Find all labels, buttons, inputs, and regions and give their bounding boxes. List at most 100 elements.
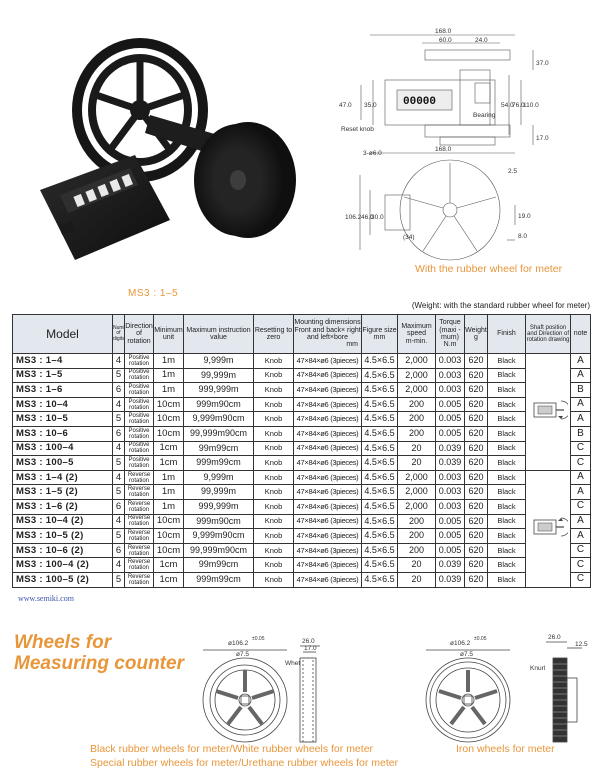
- speed-cell: 2,000: [397, 498, 436, 515]
- model-cell: MS3 : 10–6 (2): [12, 542, 113, 559]
- wheel-left-bore: ø7.5: [236, 651, 249, 658]
- weight-cell: 620: [464, 542, 488, 559]
- speed-title: Maximum speed: [401, 322, 432, 338]
- finish-cell: Black: [487, 571, 526, 588]
- direction-cell: Positive rotation: [124, 411, 154, 427]
- digits-cell: 6: [112, 382, 125, 398]
- wheel-left-dia: ø106.2: [228, 640, 249, 647]
- header-min-unit: Minimum unit: [153, 314, 184, 354]
- note-cell: A: [570, 513, 591, 530]
- header-mounting: Mounting dimensions Front and back× righ…: [293, 314, 362, 354]
- mounting-cell: 47×84×ø6 (3pieces): [293, 469, 362, 486]
- note-cell: B: [570, 425, 591, 442]
- figure-cell: 4.5×6.5: [361, 440, 398, 457]
- dim-110: 110.0: [523, 102, 539, 109]
- header-weight: Weight g: [464, 314, 488, 354]
- wheels-title: Wheels for Measuring counter: [14, 632, 204, 674]
- figure-cell: 4.5×6.5: [361, 513, 398, 530]
- reset-knob: [58, 220, 76, 236]
- speed-cell: 2,000: [397, 469, 436, 486]
- digits-cell: 5: [112, 455, 125, 471]
- max-value-cell: 999m90cm: [183, 396, 254, 413]
- mounting-cell: 47×84×ø6 (3pieces): [293, 513, 362, 530]
- header-shaft: Shaft position and Direction of rotation…: [525, 314, 571, 354]
- reset-knob-label: Reset knob: [341, 126, 374, 133]
- dim-8: 8.0: [518, 233, 527, 240]
- site-url: www.semiki.com: [18, 594, 74, 603]
- header-digits: Number of digits: [112, 314, 125, 354]
- dim-17: 17.0: [536, 135, 549, 142]
- weight-cell: 620: [464, 367, 488, 384]
- mounting-cell: 47×84×ø6 (3pieces): [293, 353, 362, 369]
- bearing-label: Bearing: [473, 112, 496, 119]
- whet-label: Whet: [285, 660, 300, 667]
- finish-cell: Black: [487, 455, 526, 471]
- mounting-cell: 47×84×ø6 (3pieces): [293, 396, 362, 413]
- note-cell: A: [570, 528, 591, 544]
- mounting-cell: 47×84×ø6 (3pieces): [293, 455, 362, 471]
- figure-cell: 4.5×6.5: [361, 528, 398, 544]
- min-unit-cell: 10cm: [153, 513, 184, 530]
- max-value-cell: 999,999m: [183, 382, 254, 398]
- rear-wheel: [72, 38, 208, 182]
- direction-cell: Reverse rotation: [124, 498, 154, 515]
- note-cell: A: [570, 367, 591, 384]
- rubber-caption-line1: Black rubber wheels for meter/White rubb…: [90, 743, 374, 755]
- note-cell: A: [570, 484, 591, 500]
- digits-cell: 6: [112, 425, 125, 442]
- digits-cell: 4: [112, 440, 125, 457]
- model-cell: MS3 : 10–4 (2): [12, 513, 113, 530]
- min-unit-cell: 10cm: [153, 411, 184, 427]
- weight-note: (Weight: with the standard rubber wheel …: [411, 301, 590, 310]
- mounting-cell: 47×84×ø6 (3pieces): [293, 557, 362, 573]
- finish-cell: Black: [487, 542, 526, 559]
- wheel-right-bore: ø7.5: [460, 651, 473, 658]
- speed-cell: 200: [397, 425, 436, 442]
- finish-cell: Black: [487, 498, 526, 515]
- speed-cell: 200: [397, 396, 436, 413]
- reset-cell: Knob: [253, 542, 294, 559]
- direction-cell: Positive rotation: [124, 353, 154, 369]
- model-cell: MS3 : 100–4: [12, 440, 113, 457]
- reset-cell: Knob: [253, 425, 294, 442]
- direction-cell: Positive rotation: [124, 455, 154, 471]
- figure-cell: 4.5×6.5: [361, 425, 398, 442]
- figure-cell: 4.5×6.5: [361, 498, 398, 515]
- weight-cell: 620: [464, 513, 488, 530]
- torque-cell: 0.005: [435, 396, 465, 413]
- model-cell: MS3 : 1–6: [12, 382, 113, 398]
- speed-cell: 200: [397, 542, 436, 559]
- finish-cell: Black: [487, 411, 526, 427]
- dim-34: (34): [403, 234, 415, 241]
- mounting-cell: 47×84×ø6 (3pieces): [293, 440, 362, 457]
- weight-cell: 620: [464, 440, 488, 457]
- max-value-cell: 9,999m: [183, 469, 254, 486]
- model-cell: MS3 : 1–5: [12, 367, 113, 384]
- dim-24: 24.0: [475, 37, 488, 44]
- holes-label: 3-ø6.0: [363, 150, 382, 157]
- note-cell: A: [570, 411, 591, 427]
- note-cell: C: [570, 440, 591, 457]
- speed-cell: 2,000: [397, 382, 436, 398]
- reset-cell: Knob: [253, 440, 294, 457]
- finish-cell: Black: [487, 382, 526, 398]
- weight-cell: 620: [464, 484, 488, 500]
- mounting-cell: 47×84×ø6 (3pieces): [293, 425, 362, 442]
- direction-cell: Reverse rotation: [124, 484, 154, 500]
- figure-cell: 4.5×6.5: [361, 411, 398, 427]
- min-unit-cell: 1cm: [153, 440, 184, 457]
- header-max-value: Maximum instruction value: [183, 314, 254, 354]
- mounting-cell: 47×84×ø6 (3pieces): [293, 498, 362, 515]
- torque-cell: 0.003: [435, 484, 465, 500]
- model-cell: MS3 : 100–5 (2): [12, 571, 113, 588]
- max-value-cell: 9,999m90cm: [183, 411, 254, 427]
- reset-cell: Knob: [253, 469, 294, 486]
- max-value-cell: 999m99cm: [183, 571, 254, 588]
- mounting-cell: 47×84×ø6 (3pieces): [293, 542, 362, 559]
- min-unit-cell: 10cm: [153, 528, 184, 544]
- torque-unit: N.m: [443, 341, 457, 349]
